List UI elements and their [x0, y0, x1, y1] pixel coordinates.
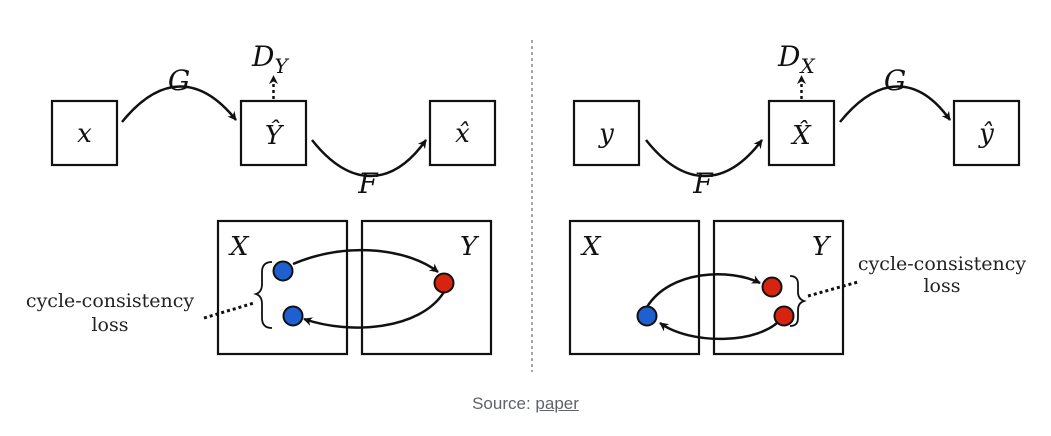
cycle-forward-arrow	[292, 248, 439, 273]
arrow-f	[311, 139, 428, 178]
domain-x-label: X	[228, 232, 250, 262]
loss-pointer	[203, 301, 255, 320]
loss-label-line2: loss	[91, 314, 128, 336]
box-x	[50, 99, 119, 167]
loss-label-line1: cycle-consistency	[26, 290, 194, 312]
box-y-hat-right-label: ŷ	[978, 119, 994, 149]
loss-pointer-right	[807, 280, 859, 298]
right-mapping: y X̂ ŷ F G DX X Y cycle-consistency loss	[568, 40, 1026, 356]
cycle-forward-arrow-right	[645, 273, 761, 308]
box-y-hat	[239, 99, 308, 167]
figure-caption: Source: paper	[0, 394, 1051, 414]
loss-brace	[253, 261, 273, 329]
domain-x-box	[216, 219, 349, 356]
arrow-f-label: F	[357, 167, 379, 200]
discriminator-label: DY	[251, 40, 289, 78]
red-point-reconstructed	[773, 305, 795, 327]
arrow-g-right-label: G	[884, 64, 906, 97]
box-y-label: y	[598, 119, 614, 149]
box-x-label: x	[77, 119, 92, 149]
cyclegan-diagram: x Ŷ x̂ G F DY X Y cycle-consistency loss	[26, 40, 1026, 372]
blue-point-original	[272, 260, 294, 282]
cycle-backward-arrow	[303, 291, 446, 329]
caption-prefix: Source:	[472, 394, 536, 413]
domain-y-right-label: Y	[812, 232, 832, 262]
box-x-hat-right	[767, 99, 836, 167]
box-y-hat-label: Ŷ	[265, 119, 285, 151]
red-point-translated	[433, 272, 455, 294]
arrow-g-label: G	[168, 64, 190, 97]
domain-x-right-label: X	[580, 232, 602, 262]
blue-point-reconstructed	[282, 305, 304, 327]
blue-point-translated	[636, 305, 658, 327]
box-x-hat	[428, 99, 497, 167]
domain-y-box	[360, 219, 493, 356]
cycle-backward-arrow-right	[659, 317, 783, 341]
loss-label-right-line1: cycle-consistency	[858, 253, 1026, 275]
box-y-hat-right	[952, 99, 1021, 167]
domain-x-box-right	[568, 219, 701, 356]
discriminator-right-label: DX	[777, 40, 815, 78]
arrow-g-right	[839, 85, 952, 123]
loss-brace-right	[789, 275, 807, 327]
box-y	[572, 99, 641, 167]
domain-y-box-right	[712, 219, 845, 356]
source-link[interactable]: paper	[535, 394, 579, 413]
domain-y-label: Y	[460, 232, 480, 262]
arrow-f-right	[645, 139, 763, 178]
left-mapping: x Ŷ x̂ G F DY X Y cycle-consistency loss	[26, 40, 497, 356]
box-x-hat-right-label: X̂	[790, 120, 812, 151]
box-x-hat-label: x̂	[455, 119, 470, 149]
arrow-g	[121, 85, 237, 123]
red-point-original	[761, 276, 783, 298]
arrow-f-right-label: F	[692, 167, 714, 200]
loss-label-right-line2: loss	[923, 275, 960, 297]
